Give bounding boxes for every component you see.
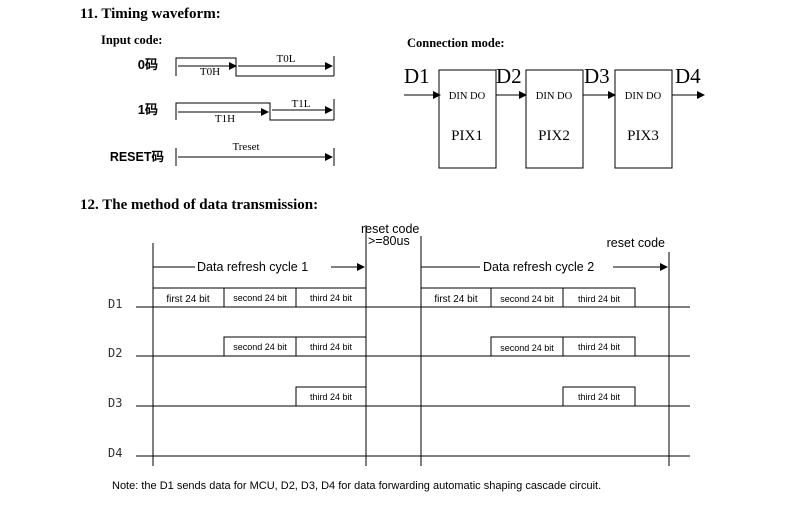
section-11-title: 11. Timing waveform: bbox=[80, 6, 221, 22]
connection-diagram bbox=[404, 69, 705, 169]
pix1-box bbox=[438, 69, 497, 169]
input-code-label: Input code: bbox=[101, 33, 162, 47]
node-d1: D1 bbox=[404, 64, 430, 88]
reset-code-label: RESET码 bbox=[110, 150, 164, 164]
node-d2: D2 bbox=[496, 64, 522, 88]
c2-d3-third-box bbox=[562, 386, 636, 407]
reset-code-right-label: reset code bbox=[607, 236, 665, 250]
c2-d2-third-text: third 24 bit bbox=[578, 342, 621, 352]
c1-d1-second-text: second 24 bit bbox=[233, 293, 287, 303]
c2-d2-third-box bbox=[562, 336, 636, 357]
code0-waveform bbox=[175, 56, 335, 77]
code1-label: 1码 bbox=[138, 102, 158, 117]
c2-d1-third-text: third 24 bit bbox=[578, 294, 621, 304]
pix2-label: PIX2 bbox=[538, 128, 570, 144]
c1-d1-third-text: third 24 bit bbox=[310, 293, 353, 303]
c2-d1-second-text: second 24 bit bbox=[500, 294, 554, 304]
c1-d1-first-text: first 24 bit bbox=[166, 294, 210, 305]
row-label-d2: D2 bbox=[108, 346, 122, 360]
c2-d1-first-text: first 24 bit bbox=[434, 294, 478, 305]
node-d4: D4 bbox=[675, 64, 701, 88]
code1-waveform bbox=[175, 99, 335, 121]
cycle2-label: Data refresh cycle 2 bbox=[483, 260, 594, 274]
t1l-label: T1L bbox=[292, 98, 311, 110]
connection-mode-label: Connection mode: bbox=[407, 36, 505, 50]
pix1-label: PIX1 bbox=[451, 128, 483, 144]
c1-d1-third-box bbox=[295, 287, 367, 308]
c2-d2-second-text: second 24 bit bbox=[500, 343, 554, 353]
pix1-pins: DIN DO bbox=[449, 91, 486, 102]
row-label-d4: D4 bbox=[108, 446, 122, 460]
reset-code-top-label: reset code bbox=[361, 222, 419, 236]
cycle1-label: Data refresh cycle 1 bbox=[197, 260, 308, 274]
pix3-box bbox=[614, 69, 673, 169]
code0-label: 0码 bbox=[138, 57, 158, 72]
reset-waveform bbox=[175, 148, 335, 166]
row-label-d1: D1 bbox=[108, 297, 122, 311]
c1-d3-third-box bbox=[295, 386, 367, 407]
footnote: Note: the D1 sends data for MCU, D2, D3,… bbox=[112, 480, 601, 492]
t0l-label: T0L bbox=[277, 53, 296, 65]
pix2-pins: DIN DO bbox=[536, 91, 573, 102]
c1-d2-third-text: third 24 bit bbox=[310, 342, 353, 352]
section-12-title: 12. The method of data transmission: bbox=[80, 197, 318, 213]
c1-d2-second-text: second 24 bit bbox=[233, 342, 287, 352]
t1h-label: T1H bbox=[215, 113, 235, 125]
c2-d3-third-text: third 24 bit bbox=[578, 392, 621, 402]
reset-code-condition: >=80us bbox=[368, 234, 410, 248]
row-label-d3: D3 bbox=[108, 396, 122, 410]
c1-d3-third-text: third 24 bit bbox=[310, 392, 353, 402]
pix3-pins: DIN DO bbox=[625, 91, 662, 102]
pix3-label: PIX3 bbox=[627, 128, 659, 144]
node-d3: D3 bbox=[584, 64, 610, 88]
c2-d1-third-box bbox=[562, 287, 636, 308]
treset-label: Treset bbox=[232, 141, 259, 153]
t0h-label: T0H bbox=[200, 66, 220, 78]
pix2-box bbox=[525, 69, 584, 169]
c1-d2-third-box bbox=[295, 336, 367, 357]
